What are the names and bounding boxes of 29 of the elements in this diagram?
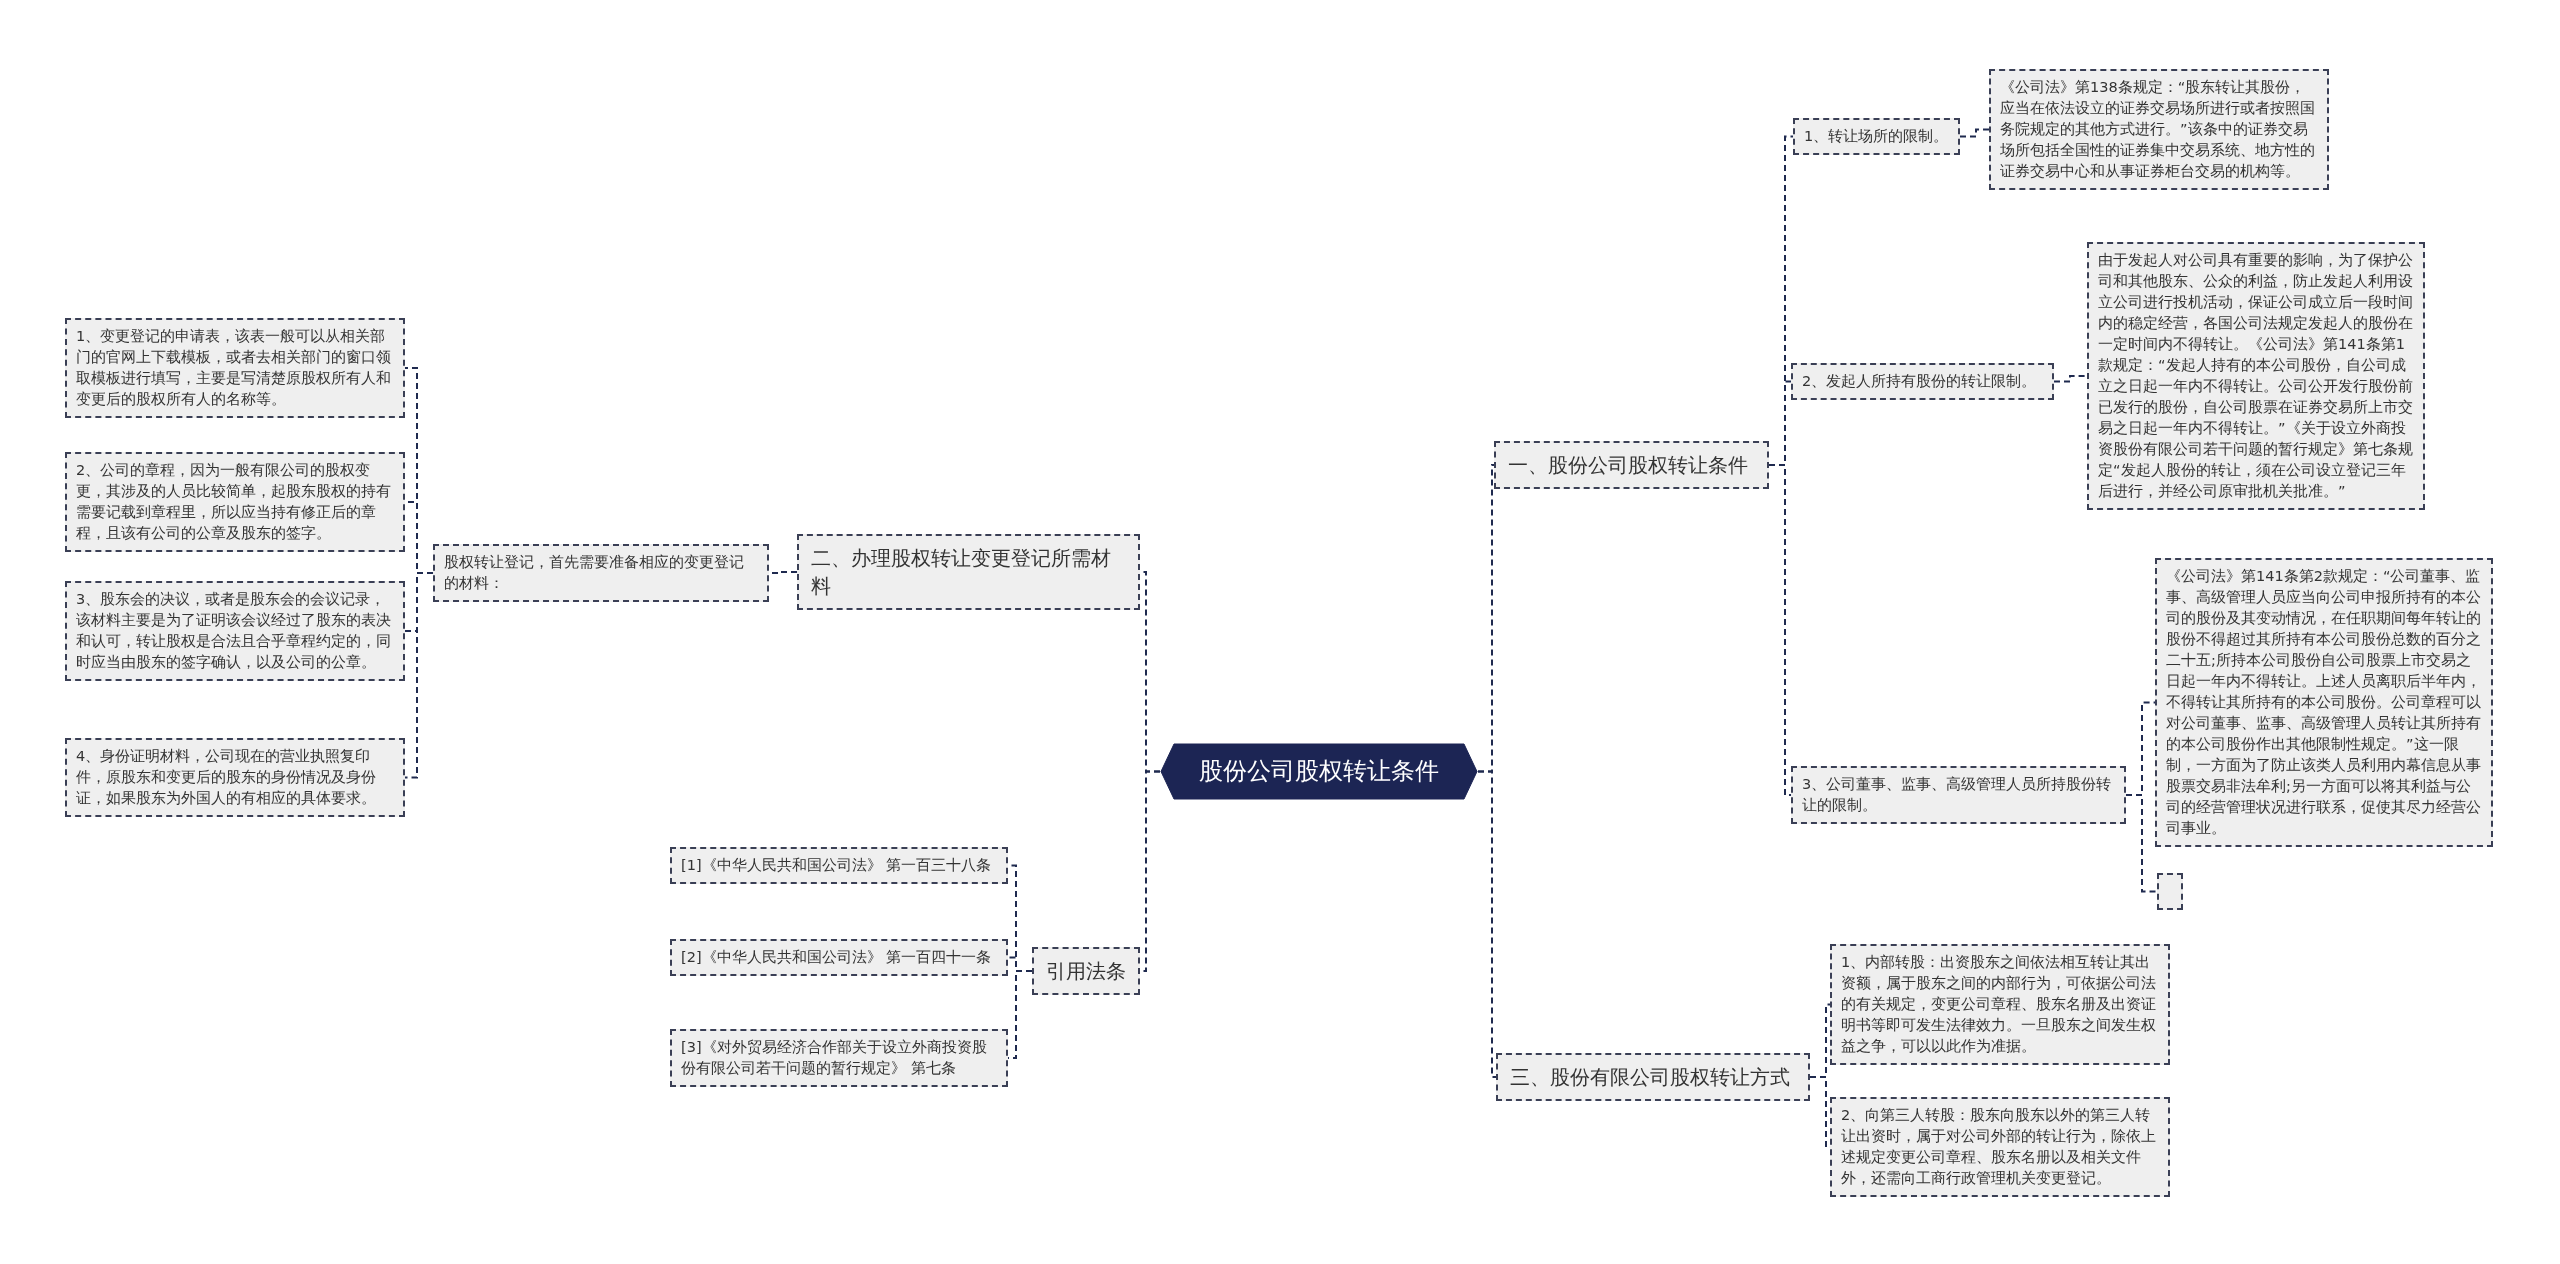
topic-box: 1、变更登记的申请表，该表一般可以从相关部门的官网上下载模板，或者去相关部门的窗口领取模板进行填写，主要是写清楚原股权所有人和变更后的股权所有人的名称等。 [65,318,405,419]
topic-box: 2、公司的章程，因为一般有限公司的股权变更，其涉及的人员比较简单，起股东股权的持有需要记载到章程里，所以应当持有修正后的章程，且该有公司的公章及股东的签字。 [65,452,405,553]
topic-box: 由于发起人对公司具有重要的影响，为了保护公司和其他股东、公众的利益，防止发起人利用设立公司进行投机活动，保证公司成立后一段时间内的稳定经营，各国公司法规定发起人的股份在一定时间内不得转让。《公司法》第141条第1款规定：“发起人持有的本公司股份，自公司成立之日起一年内不得转让。公司公开发行股份前已发行的股份，自公司股票在证券交易所上市交易之日起一年内不得转让。”《关于设立外商投资股份有限公司若干问题的暂行规定》第七条规定“发起人股份的转让，须在公司设立登记三年后进行，并经公司原审批机关批准。” [2087,242,2425,511]
connector-line [1959,128,1990,138]
connector-line [1768,464,1792,796]
branch-topic: 引用法条 [1032,947,1140,995]
topic-box: 2、发起人所持有股份的转让限制。 [1791,363,2054,400]
topic-box: [1]《中华人民共和国公司法》 第一百三十八条 [670,847,1008,884]
topic-box: 3、公司董事、监事、高级管理人员所持股份转让的限制。 [1791,766,2126,825]
topic-box: 《公司法》第141条第2款规定：“公司董事、监事、高级管理人员应当向公司申报所持有的本公司的股份及其变动情况，在任职期间每年转让的股份不得超过其所持有本公司股份总数的百分之二十五;所持本公司股份自公司股票上市交易之日起一年内不得转让。上述人员离职后半年内，不得转让其所持有的本公司股份。公司章程可以对公司董事、监事、高级管理人员转让其所持有的本公司股份作出其他限制性规定。”这一限制，一方面为了防止该类人员利用内幕信息从事股票交易非法牟利;另一方面可以将其利益与公司的经营管理状况进行联系，促使其尽力经营公司事业。 [2155,558,2493,848]
branch-topic: 二、办理股权转让变更登记所需材料 [797,534,1140,610]
connector-line [2053,375,2088,383]
connector-line [2125,794,2158,893]
topic-box: 1、转让场所的限制。 [1793,118,1960,155]
topic-box: 2、向第三人转股：股东向股东以外的第三人转让出资时，属于对公司外部的转让行为，除依上述规定变更公司章程、股东名册以及相关文件外，还需向工商行政管理机关变更登记。 [1830,1097,2170,1198]
branch-topic: 三、股份有限公司股权转让方式 [1496,1053,1810,1101]
empty-box [2157,873,2183,910]
connector-line [404,572,434,779]
topic-box: 1、内部转股：出资股东之间依法相互转让其出资额，属于股东之间的内部行为，可依据公司法的有关规定，变更公司章程、股东名册及出资证明书等即可发生法律效力。一旦股东之间发生权益之争，可以以此作为准据。 [1830,944,2170,1066]
central-topic [1160,743,1478,800]
connector-line [1477,770,1497,1078]
topic-box: [2]《中华人民共和国公司法》 第一百四十一条 [670,939,1008,976]
topic-box: 股权转让登记，首先需要准备相应的变更登记的材料： [433,544,769,603]
topic-box: 《公司法》第138条规定：“股东转让其股份，应当在依法设立的证券交易场所进行或者按照国务院规定的其他方式进行。”该条中的证券交易场所包括全国性的证券集中交易系统、地方性的证券交易中心和从事证券柜台交易的机构等。 [1989,69,2329,191]
branch-topic: 一、股份公司股权转让条件 [1494,441,1769,489]
topic-box: 3、股东会的决议，或者是股东会的会议记录，该材料主要是为了证明该会议经过了股东的表决和认可，转让股权是合法且合乎章程约定的，同时应当由股东的签字确认，以及公司的公章。 [65,581,405,682]
topic-box: [3]《对外贸易经济合作部关于设立外商投资股份有限公司若干问题的暂行规定》 第七条 [670,1029,1008,1088]
topic-text: 股份公司股权转让条件 [1199,756,1439,788]
topic-box: 4、身份证明材料，公司现在的营业执照复印件，原股东和变更后的股东的身份情况及身份证，如果股东为外国人的有相应的具体要求。 [65,738,405,818]
